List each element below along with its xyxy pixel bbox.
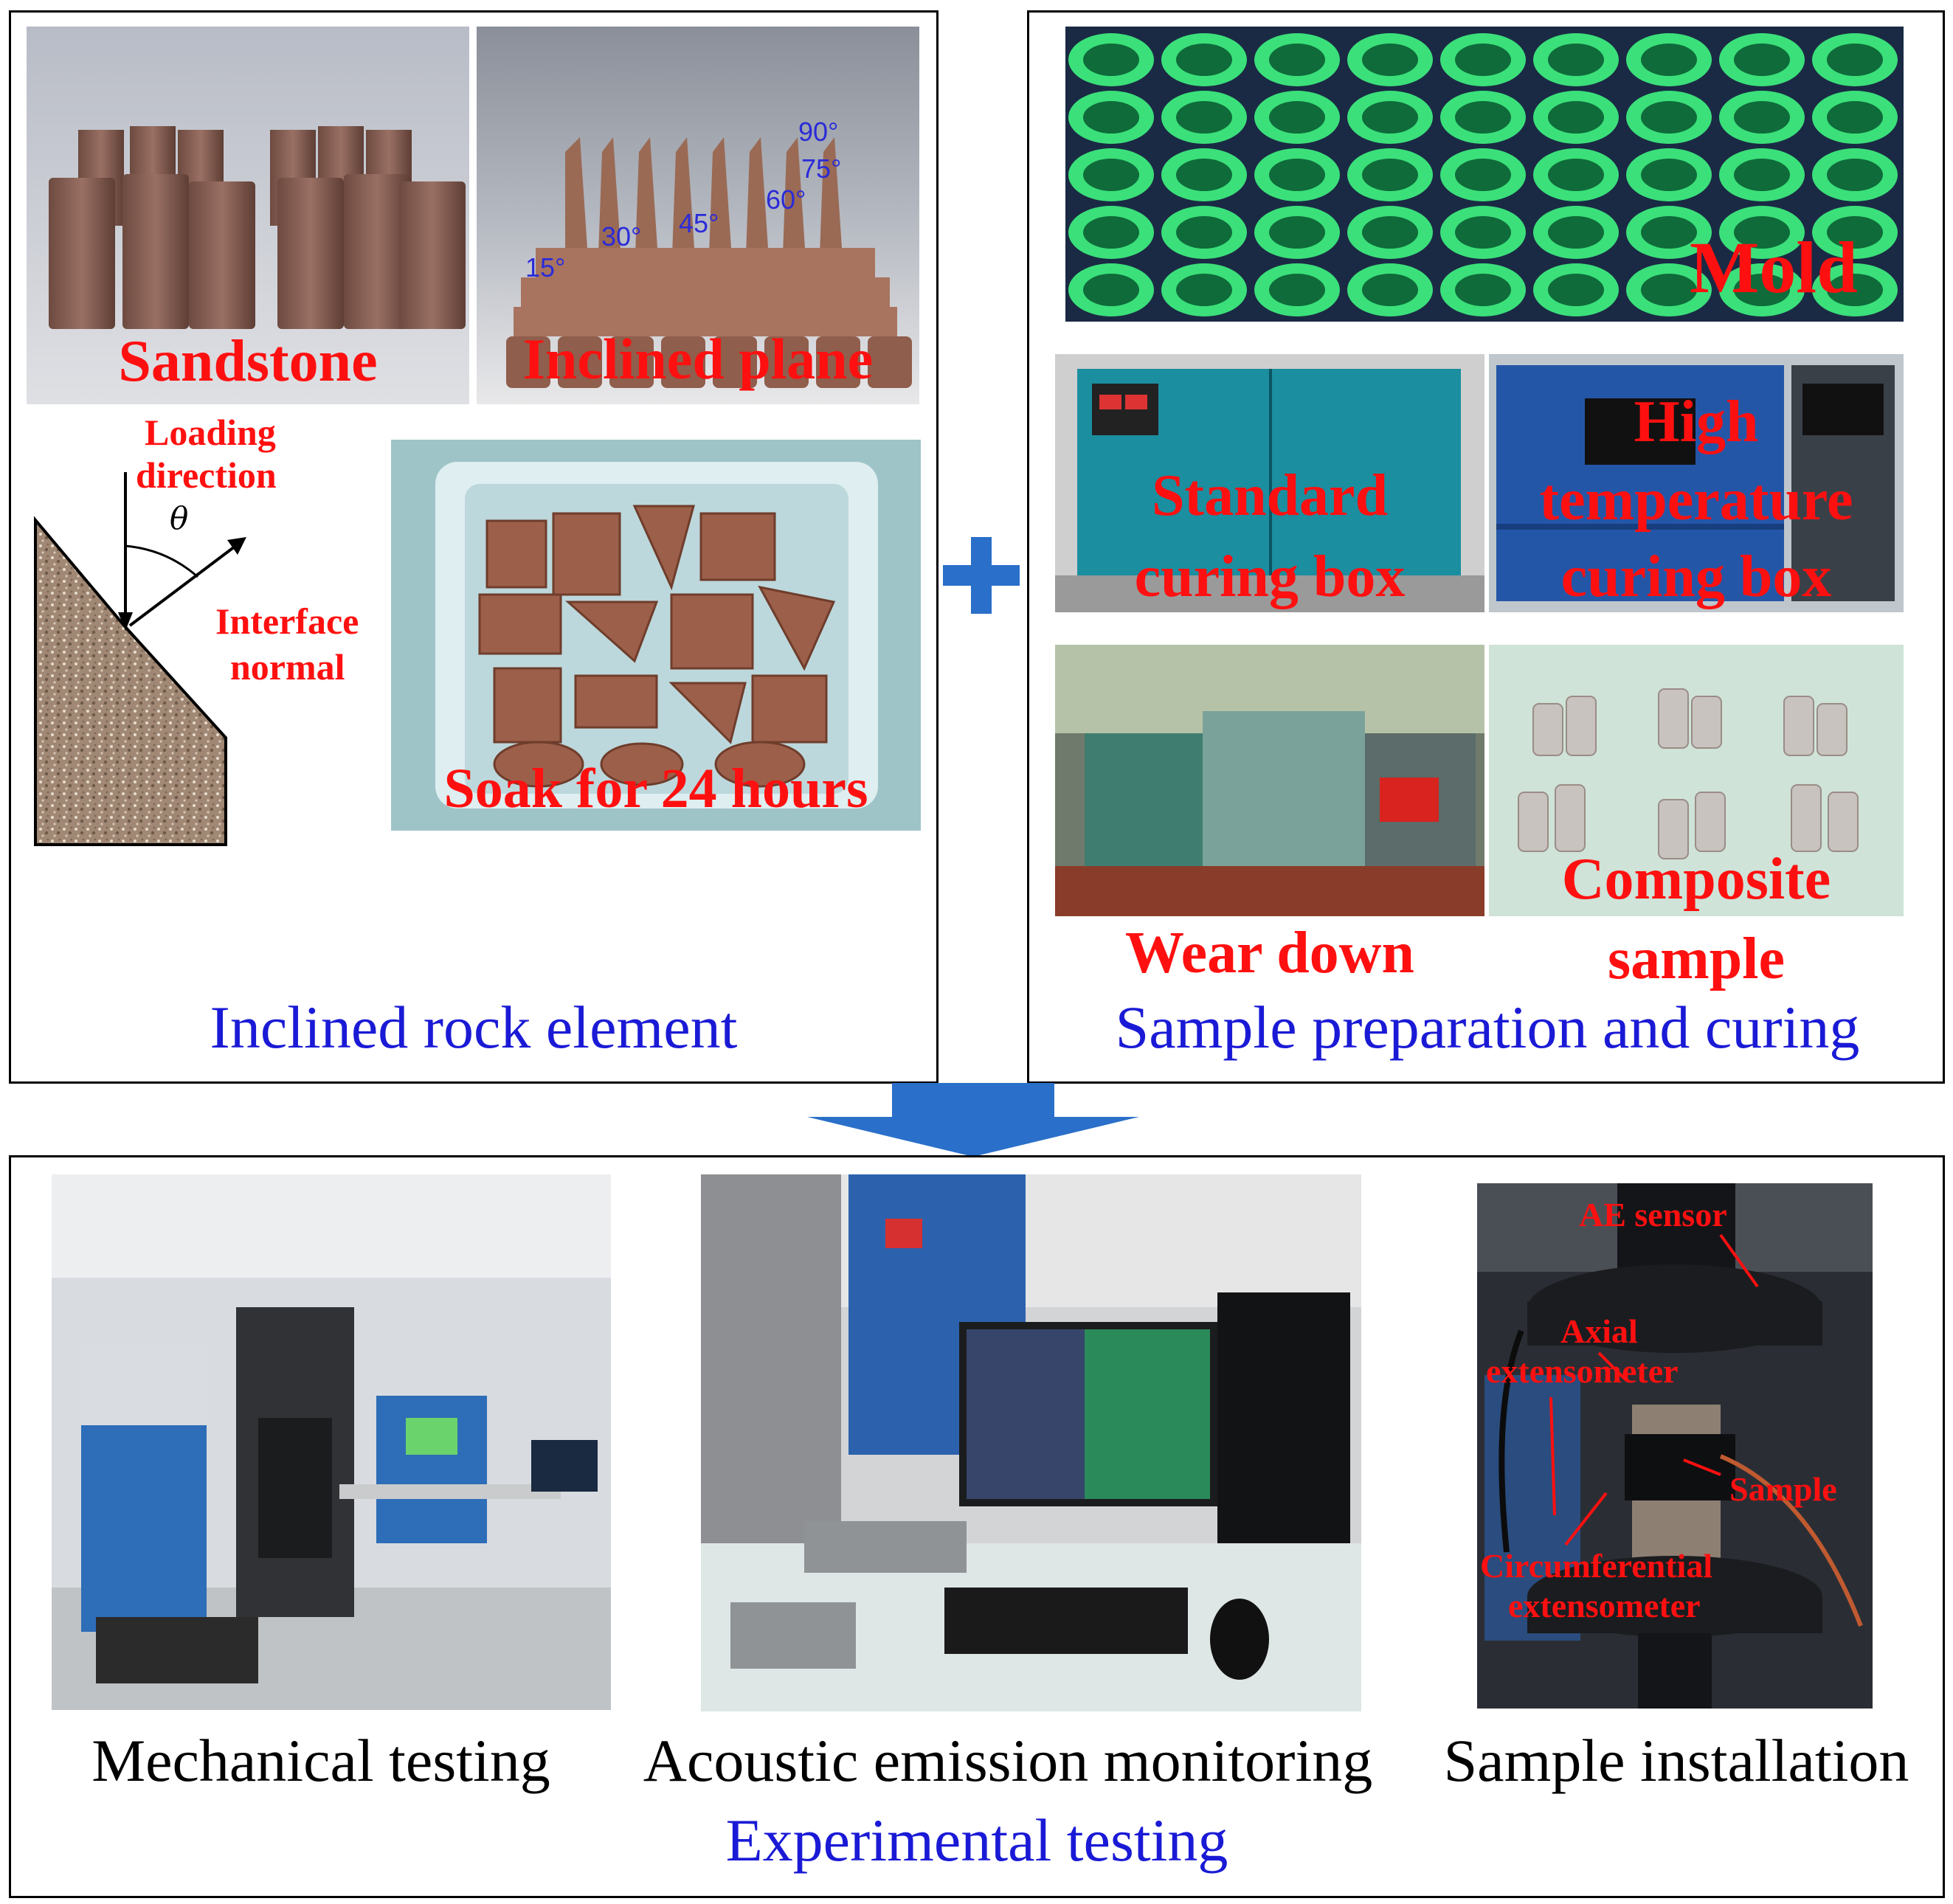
mold-ring-hole: [1083, 101, 1139, 134]
sandstone-photo: [27, 27, 469, 404]
angle-30: 30°: [601, 221, 642, 252]
mold-ring-hole: [1827, 44, 1883, 76]
mold-ring-hole: [1641, 274, 1697, 306]
mold-ring-hole: [1455, 159, 1511, 191]
mold-ring-hole: [1083, 159, 1139, 191]
mold-ring-hole: [1827, 101, 1883, 134]
mold-ring-hole: [1269, 101, 1325, 134]
high-temp-curing-photo: [1489, 354, 1904, 612]
mold-ring-hole: [1734, 44, 1790, 76]
installation-pointers: [1549, 1233, 1759, 1546]
circumferential-line2: extensometer: [1508, 1587, 1701, 1624]
mold-ring-hole: [1455, 216, 1511, 249]
mold-ring-hole: [1083, 44, 1139, 76]
mold-ring-hole: [1362, 44, 1418, 76]
mold-ring-hole: [1176, 101, 1232, 134]
composite-sample-photo: [1489, 645, 1904, 916]
high-temp-line3: curing box: [1560, 544, 1832, 609]
angle-45: 45°: [679, 208, 719, 238]
inclined-plane-label: Inclined plane: [522, 327, 874, 391]
mold-ring-hole: [1827, 159, 1883, 191]
angle-90: 90°: [798, 117, 839, 147]
mold-ring-hole: [1827, 216, 1883, 249]
mold-ring-hole: [1455, 274, 1511, 306]
composite-line1: Composite: [1561, 847, 1831, 912]
mold-ring-hole: [1734, 101, 1790, 134]
mold-ring-hole: [1734, 216, 1790, 249]
standard-curing-line2: curing box: [1134, 544, 1406, 609]
mold-ring-hole: [1548, 274, 1604, 306]
experimental-caption: Experimental testing: [725, 1807, 1228, 1874]
axial-extensometer-line1: Axial: [1560, 1312, 1638, 1350]
inclined-rock-caption: Inclined rock element: [210, 994, 738, 1061]
loading-diagram: Loading direction θ Interface normal: [27, 413, 388, 848]
sample-label: Sample: [1729, 1470, 1837, 1508]
sandstone-label: Sandstone: [118, 329, 378, 394]
wear-down-label: Wear down: [1125, 921, 1414, 986]
mold-ring-hole: [1455, 44, 1511, 76]
mold-ring-hole: [1641, 159, 1697, 191]
mold-label: Mold: [1690, 226, 1858, 308]
loading-direction-line2: direction: [136, 454, 277, 496]
mold-ring-hole: [1083, 216, 1139, 249]
sample-installation-photo: [1477, 1183, 1873, 1709]
composite-line2: sample: [1608, 927, 1785, 991]
mold-ring-hole: [1641, 216, 1697, 249]
acoustic-emission-caption: Acoustic emission monitoring: [643, 1727, 1373, 1794]
mold-ring-hole: [1827, 274, 1883, 306]
mold-ring-hole: [1269, 159, 1325, 191]
angle-60: 60°: [766, 184, 806, 215]
down-arrow-icon: [807, 1083, 1139, 1157]
standard-curing-line1: Standard: [1151, 463, 1389, 528]
mold-ring-hole: [1362, 101, 1418, 134]
soak-photo: [391, 440, 921, 831]
mold-ring-hole: [1548, 216, 1604, 249]
mold-ring-hole: [1176, 159, 1232, 191]
mold-ring-hole: [1362, 216, 1418, 249]
wear-down-photo: [1055, 645, 1484, 916]
interface-normal-line2: normal: [230, 646, 345, 688]
preparation-caption: Sample preparation and curing: [1115, 994, 1860, 1061]
plus-icon: [937, 531, 1026, 620]
inclined-plane-photo: [477, 27, 919, 404]
mold-ring-hole: [1362, 159, 1418, 191]
mold-ring-hole: [1176, 44, 1232, 76]
interface-normal-line1: Interface: [215, 600, 359, 642]
mold-ring-hole: [1269, 274, 1325, 306]
mold-ring-hole: [1548, 44, 1604, 76]
angle-75: 75°: [801, 153, 842, 184]
mold-ring-hole: [1269, 44, 1325, 76]
sample-installation-caption: Sample installation: [1443, 1727, 1909, 1794]
mold-ring-hole: [1455, 101, 1511, 134]
mold-ring-hole: [1734, 274, 1790, 306]
mold-ring-hole: [1734, 159, 1790, 191]
theta-symbol: θ: [170, 500, 189, 536]
acoustic-emission-photo: [701, 1174, 1361, 1711]
standard-curing-photo: [1055, 354, 1484, 612]
mold-ring-hole: [1362, 274, 1418, 306]
circumferential-line1: Circumferential: [1480, 1547, 1713, 1585]
angle-15: 15°: [525, 252, 566, 283]
mold-ring-hole: [1641, 44, 1697, 76]
mold-ring-hole: [1269, 216, 1325, 249]
axial-extensometer-line2: extensometer: [1486, 1352, 1679, 1390]
ae-sensor-label: AE sensor: [1579, 1196, 1727, 1233]
mechanical-testing-photo: [52, 1174, 611, 1710]
mechanical-testing-caption: Mechanical testing: [91, 1727, 550, 1794]
soak-label: Soak for 24 hours: [443, 758, 868, 820]
mold-ring-hole: [1548, 101, 1604, 134]
mold-photo: [1065, 27, 1904, 322]
high-temp-line1: High: [1634, 390, 1759, 454]
mold-ring-hole: [1083, 274, 1139, 306]
mold-ring-hole: [1176, 216, 1232, 249]
mold-ring-hole: [1548, 159, 1604, 191]
mold-ring-hole: [1176, 274, 1232, 306]
high-temp-line2: temperature: [1539, 468, 1853, 533]
mold-ring-hole: [1641, 101, 1697, 134]
loading-direction-line1: Loading: [145, 412, 276, 453]
